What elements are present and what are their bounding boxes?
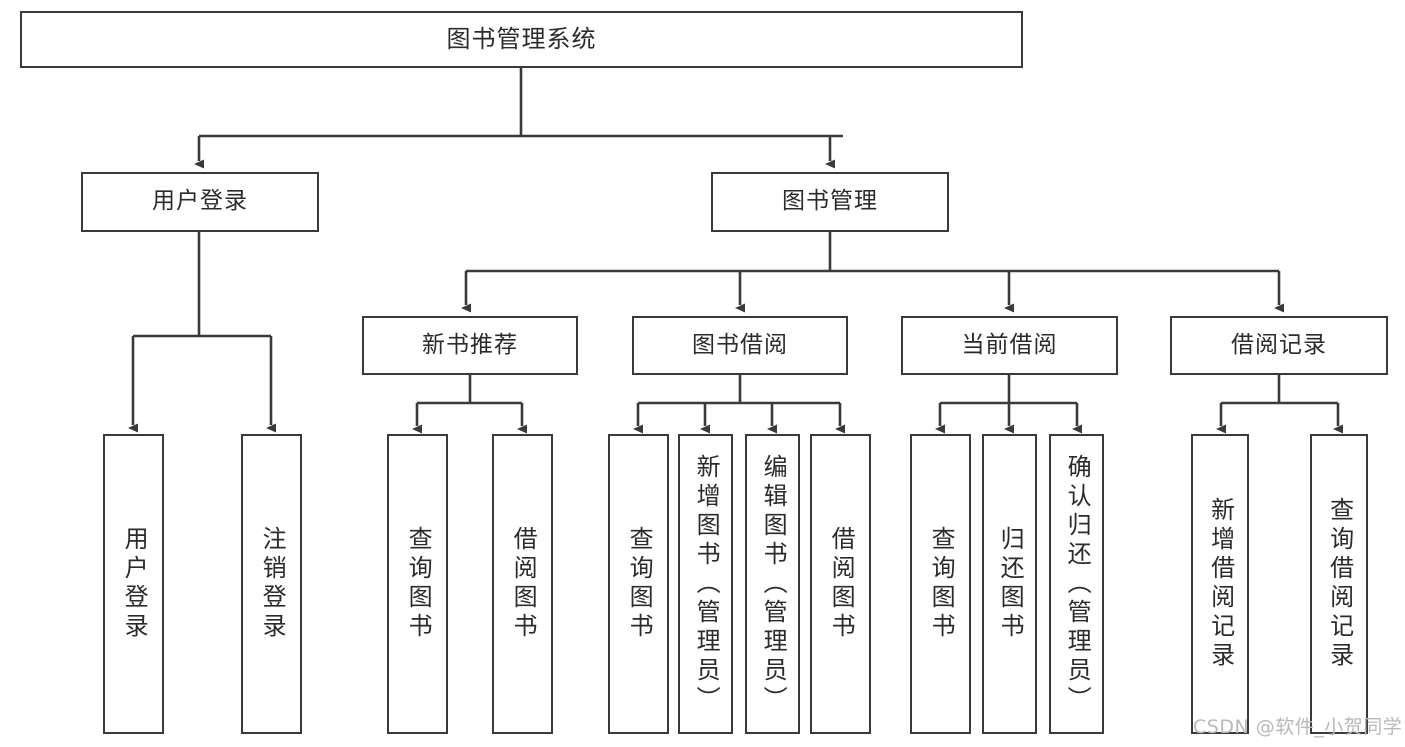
node-leaf-add-record[interactable]: 新增借阅记录: [1191, 434, 1249, 734]
node-root-book-management-system[interactable]: 图书管理系统: [20, 11, 1023, 68]
node-label: 图书管理: [782, 188, 878, 215]
node-label: 查询图书: [625, 526, 654, 642]
node-leaf-borrow-book-2[interactable]: 借阅图书: [810, 434, 871, 734]
node-label: 借阅图书: [509, 526, 538, 642]
node-new-book-recommend[interactable]: 新书推荐: [362, 316, 578, 375]
node-leaf-borrow-book-1[interactable]: 借阅图书: [492, 434, 553, 734]
node-leaf-user-login[interactable]: 用户登录: [103, 434, 164, 734]
node-leaf-query-book-3[interactable]: 查询图书: [910, 434, 971, 734]
node-leaf-query-record[interactable]: 查询借阅记录: [1310, 434, 1368, 734]
node-label: 编辑图书（管理员）: [759, 453, 788, 715]
node-label: 图书管理系统: [446, 25, 597, 54]
node-leaf-logout-login[interactable]: 注销登录: [241, 434, 302, 734]
node-borrow-record[interactable]: 借阅记录: [1170, 316, 1388, 375]
node-current-borrow[interactable]: 当前借阅: [901, 316, 1118, 375]
node-leaf-add-book[interactable]: 新增图书（管理员）: [678, 434, 733, 734]
node-label: 用户登录: [152, 188, 248, 215]
watermark-text: CSDN @软件_小贺同学: [1193, 716, 1403, 738]
node-leaf-query-book-1[interactable]: 查询图书: [387, 434, 448, 734]
node-label: 归还图书: [996, 526, 1025, 642]
node-label: 查询借阅记录: [1325, 497, 1354, 671]
node-user-login[interactable]: 用户登录: [81, 172, 319, 232]
node-label: 借阅图书: [827, 526, 856, 642]
node-leaf-query-book-2[interactable]: 查询图书: [608, 434, 669, 734]
node-leaf-return-book[interactable]: 归还图书: [982, 434, 1037, 734]
node-label: 查询图书: [927, 526, 956, 642]
node-label: 新书推荐: [422, 331, 518, 358]
node-label: 新增借阅记录: [1206, 497, 1235, 671]
node-label: 用户登录: [120, 526, 149, 642]
node-leaf-edit-book[interactable]: 编辑图书（管理员）: [745, 434, 800, 734]
node-label: 查询图书: [404, 526, 433, 642]
node-label: 当前借阅: [961, 331, 1058, 358]
node-label: 借阅记录: [1231, 331, 1327, 358]
node-label: 确认归还（管理员）: [1063, 453, 1092, 715]
node-book-management[interactable]: 图书管理: [711, 172, 949, 232]
node-book-borrow[interactable]: 图书借阅: [632, 316, 848, 375]
node-leaf-confirm-return[interactable]: 确认归还（管理员）: [1049, 434, 1104, 734]
node-label: 图书借阅: [692, 331, 788, 358]
node-label: 新增图书（管理员）: [692, 453, 721, 715]
node-label: 注销登录: [258, 526, 287, 642]
